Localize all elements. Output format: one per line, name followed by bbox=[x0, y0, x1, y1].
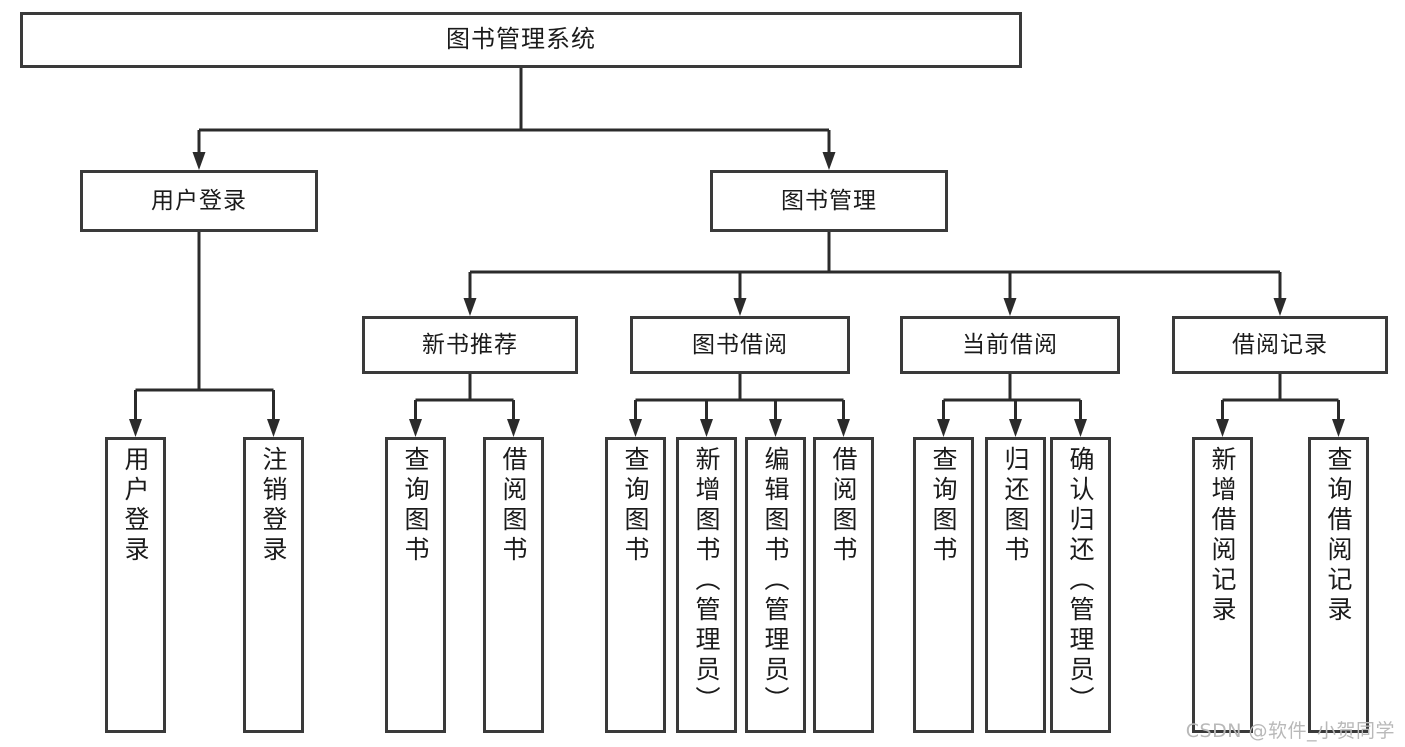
arrowhead-borrow-l-borrow2 bbox=[837, 419, 850, 437]
arrowhead-newbook-l-borrow1 bbox=[507, 419, 520, 437]
node-label: 编辑图书（管理员） bbox=[761, 446, 790, 716]
arrowhead-records-l-addrec bbox=[1216, 419, 1229, 437]
node-root[interactable]: 图书管理系统 bbox=[20, 12, 1022, 68]
node-label: 借阅记录 bbox=[1232, 331, 1328, 358]
node-label: 查询图书 bbox=[401, 446, 430, 566]
node-bookmgmt[interactable]: 图书管理 bbox=[710, 170, 948, 232]
arrowhead-current-l-confirm bbox=[1074, 419, 1087, 437]
arrowhead-newbook-l-query1 bbox=[409, 419, 422, 437]
arrowhead-root-bookmgmt bbox=[822, 152, 836, 170]
node-l-borrow1[interactable]: 借阅图书 bbox=[483, 437, 544, 733]
arrowhead-records-l-queryrec bbox=[1332, 419, 1345, 437]
arrowhead-bookmgmt-records bbox=[1273, 298, 1287, 316]
node-l-return[interactable]: 归还图书 bbox=[985, 437, 1046, 733]
node-l-borrow2[interactable]: 借阅图书 bbox=[813, 437, 874, 733]
arrowhead-borrow-l-add bbox=[700, 419, 713, 437]
node-label: 新增借阅记录 bbox=[1208, 446, 1237, 626]
node-label: 当前借阅 bbox=[962, 331, 1058, 358]
node-label: 查询图书 bbox=[621, 446, 650, 566]
node-l-confirm[interactable]: 确认归还（管理员） bbox=[1050, 437, 1111, 733]
node-l-logout[interactable]: 注销登录 bbox=[243, 437, 304, 733]
node-l-add[interactable]: 新增图书（管理员） bbox=[676, 437, 737, 733]
node-label: 用户登录 bbox=[151, 187, 247, 214]
node-l-login[interactable]: 用户登录 bbox=[105, 437, 166, 733]
node-l-query3[interactable]: 查询图书 bbox=[913, 437, 974, 733]
node-label: 图书管理系统 bbox=[446, 25, 596, 54]
arrowhead-login-l-logout bbox=[267, 419, 280, 437]
node-l-edit[interactable]: 编辑图书（管理员） bbox=[745, 437, 806, 733]
node-label: 用户登录 bbox=[121, 446, 150, 566]
node-label: 借阅图书 bbox=[499, 446, 528, 566]
arrowhead-login-l-login bbox=[129, 419, 142, 437]
watermark: CSDN @软件_小贺同学 bbox=[1185, 720, 1395, 742]
node-label: 新书推荐 bbox=[422, 331, 518, 358]
node-borrow[interactable]: 图书借阅 bbox=[630, 316, 850, 374]
arrowhead-bookmgmt-newbook bbox=[463, 298, 477, 316]
arrowhead-borrow-l-edit bbox=[769, 419, 782, 437]
node-current[interactable]: 当前借阅 bbox=[900, 316, 1120, 374]
arrowhead-current-l-return bbox=[1009, 419, 1022, 437]
arrowhead-bookmgmt-borrow bbox=[733, 298, 747, 316]
node-l-query1[interactable]: 查询图书 bbox=[385, 437, 446, 733]
node-label: 图书管理 bbox=[781, 187, 877, 214]
node-label: 新增图书（管理员） bbox=[692, 446, 721, 716]
node-label: 图书借阅 bbox=[692, 331, 788, 358]
node-label: 查询借阅记录 bbox=[1324, 446, 1353, 626]
node-l-queryrec[interactable]: 查询借阅记录 bbox=[1308, 437, 1369, 733]
node-l-query2[interactable]: 查询图书 bbox=[605, 437, 666, 733]
node-label: 查询图书 bbox=[929, 446, 958, 566]
node-newbook[interactable]: 新书推荐 bbox=[362, 316, 578, 374]
arrowhead-current-l-query3 bbox=[937, 419, 950, 437]
node-login[interactable]: 用户登录 bbox=[80, 170, 318, 232]
node-label: 注销登录 bbox=[259, 446, 288, 566]
node-label: 归还图书 bbox=[1001, 446, 1030, 566]
node-label: 确认归还（管理员） bbox=[1066, 446, 1095, 716]
node-l-addrec[interactable]: 新增借阅记录 bbox=[1192, 437, 1253, 733]
node-records[interactable]: 借阅记录 bbox=[1172, 316, 1388, 374]
node-label: 借阅图书 bbox=[829, 446, 858, 566]
arrowhead-borrow-l-query2 bbox=[629, 419, 642, 437]
arrowhead-bookmgmt-current bbox=[1003, 298, 1017, 316]
arrowhead-root-login bbox=[192, 152, 206, 170]
